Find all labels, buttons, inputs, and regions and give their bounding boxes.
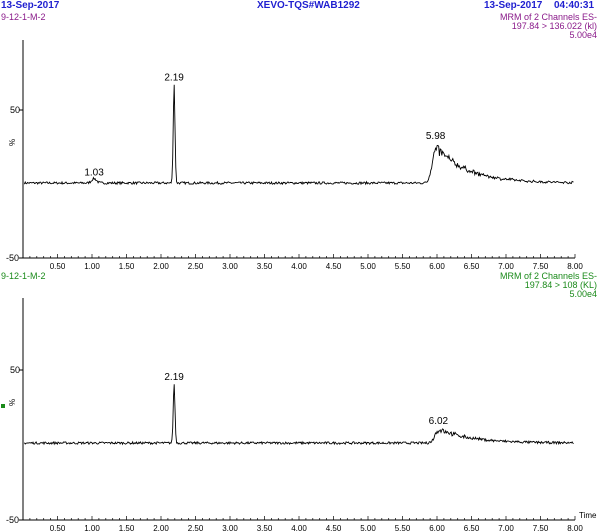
x-tick-label: 3.00 (222, 524, 238, 532)
x-tick-label: 6.50 (464, 262, 480, 271)
x-tick-label: 7.50 (533, 524, 549, 532)
x-tick-label: 7.00 (498, 524, 514, 532)
header-time-right: 04:40:31 (554, 0, 595, 11)
peak-label: 5.98 (426, 131, 446, 142)
x-tick-label: 2.00 (153, 524, 169, 532)
x-tick-label: 3.50 (257, 524, 273, 532)
trace-line-2 (24, 384, 574, 446)
x-tick-label: 6.50 (464, 524, 480, 532)
panel2-transition: 197.84 > 108 (KL) (524, 280, 597, 290)
x-tick-label: 8.00 (567, 262, 583, 271)
x-tick-label: 2.00 (153, 262, 169, 271)
x-tick-label: 1.50 (119, 524, 135, 532)
x-tick-label: 6.00 (429, 262, 445, 271)
x-tick-label: 1.00 (84, 262, 100, 271)
y-axis-label-2: % (8, 399, 17, 406)
x-tick-label: 2.50 (188, 262, 204, 271)
panel2-sample-name: 9-12-1-M-2 (1, 271, 46, 281)
header-instrument: XEVO-TQS#WAB1292 (257, 0, 360, 11)
panel2-channel-label: MRM of 2 Channels ES- (499, 271, 597, 281)
peak-label: 6.02 (429, 416, 449, 427)
x-tick-label: 4.00 (291, 524, 307, 532)
x-tick-label: 6.00 (429, 524, 445, 532)
peak-label: 2.19 (164, 73, 184, 84)
header-date-right: 13-Sep-2017 (484, 0, 543, 11)
panel1-sample-name: 9-12-1-M-2 (1, 12, 46, 22)
panel1-channel-label: MRM of 2 Channels ES- (499, 12, 597, 22)
peak-label: 1.03 (84, 168, 104, 179)
x-tick-label: 4.00 (291, 262, 307, 271)
panel1-scale: 5.00e4 (569, 30, 597, 40)
header-date-left: 13-Sep-2017 (1, 0, 60, 11)
x-tick-label: 4.50 (326, 524, 342, 532)
y-tick-label-50-1: 50 (10, 105, 20, 115)
panel-marker (1, 404, 5, 408)
x-axis-label: Time (579, 511, 597, 520)
x-tick-label: 1.00 (84, 524, 100, 532)
x-tick-label: 4.50 (326, 262, 342, 271)
y-tick-label-neg50-1: -50 (6, 253, 19, 263)
x-tick-label: 5.50 (395, 524, 411, 532)
x-tick-label: 7.00 (498, 262, 514, 271)
x-tick-label: 5.00 (360, 524, 376, 532)
x-tick-label: 2.50 (188, 524, 204, 532)
trace-line-1 (23, 84, 574, 186)
x-tick-label: 0.50 (50, 262, 66, 271)
x-tick-label: 3.50 (257, 262, 273, 271)
x-tick-label: 1.50 (119, 262, 135, 271)
y-tick-label-neg50-2: -50 (6, 515, 19, 525)
panel1-transition: 197.84 > 136.022 (kl) (511, 21, 597, 31)
x-tick-label: 5.00 (360, 262, 376, 271)
x-tick-label: 8.00 (567, 524, 583, 532)
y-axis-label-1: % (8, 139, 17, 146)
x-tick-label: 0.50 (50, 524, 66, 532)
x-tick-label: 3.00 (222, 262, 238, 271)
x-tick-label: 5.50 (395, 262, 411, 271)
y-tick-label-50-2: 50 (10, 365, 20, 375)
panel2-scale: 5.00e4 (569, 289, 597, 299)
x-tick-label: 7.50 (533, 262, 549, 271)
peak-label: 2.19 (164, 372, 184, 383)
